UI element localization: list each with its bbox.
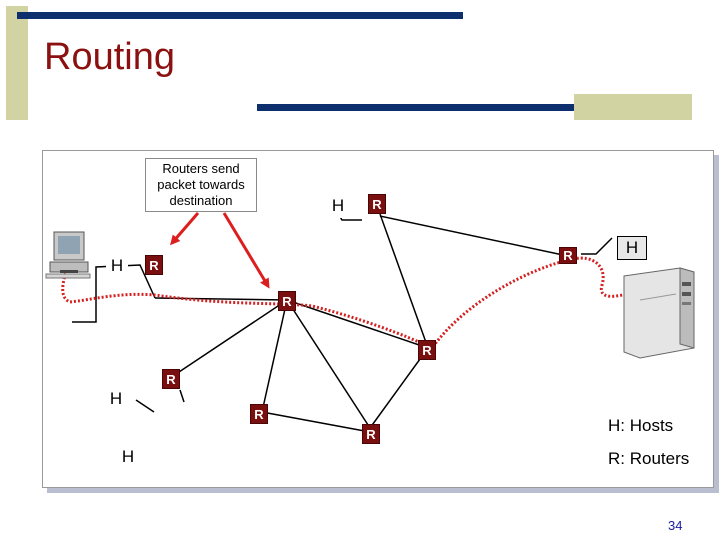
top-accent-bar	[17, 12, 463, 19]
host-node: H	[104, 388, 128, 410]
callout-arrow-left	[170, 212, 200, 246]
router-node: R	[162, 369, 180, 389]
router-node: R	[278, 291, 296, 311]
link-r7-r3	[379, 213, 429, 349]
link-r8-h4	[581, 237, 613, 255]
packet-path	[61, 256, 627, 350]
link-r3-r6	[369, 347, 429, 429]
router-node: R	[418, 340, 436, 360]
side-accent-bar	[6, 6, 28, 120]
mid-accent-bar	[257, 104, 691, 111]
router-node: R	[368, 194, 386, 214]
desktop-computer-icon	[45, 231, 91, 279]
callout-arrow-right	[222, 212, 270, 289]
callout-line-1: Routers send	[162, 161, 240, 176]
network-links	[72, 209, 613, 433]
legend-routers: R: Routers	[608, 449, 690, 468]
router-node: R	[362, 424, 380, 444]
legend: H: Hosts R: Routers	[598, 408, 702, 474]
host-node: H	[106, 254, 128, 278]
link-r2-r5	[261, 299, 288, 413]
link-r1-r2	[154, 297, 288, 301]
link-h2-r4	[135, 399, 155, 413]
legend-hosts: H: Hosts	[608, 416, 674, 435]
corner-accent-block	[574, 94, 692, 120]
link-r2-r6	[286, 299, 371, 429]
link-r5-r6	[261, 411, 371, 433]
callout-box: Routers send packet towards destination	[145, 158, 257, 212]
router-node: R	[559, 247, 577, 264]
link-h1-r1	[72, 264, 156, 323]
host-node: H	[617, 236, 647, 260]
link-r4-stub	[179, 389, 185, 403]
router-node: R	[145, 255, 163, 275]
link-r7-r8	[379, 215, 564, 256]
router-node: R	[250, 404, 268, 424]
slide-number: 34	[668, 518, 683, 533]
server-tower-icon	[623, 267, 695, 359]
host-node: H	[115, 446, 141, 468]
link-r2-r4	[175, 299, 288, 375]
link-r2-r3	[286, 299, 429, 349]
callout-line-3: destination	[169, 193, 233, 208]
callout-line-2: packet towards	[157, 177, 245, 192]
slide-title: Routing	[44, 36, 175, 78]
host-node: H	[325, 194, 351, 218]
